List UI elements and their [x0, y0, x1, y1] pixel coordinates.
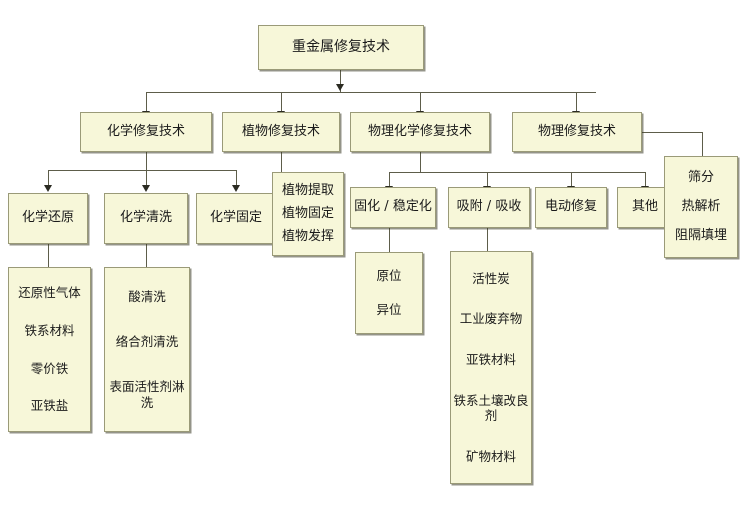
- chem-reduction-item-1: 铁系材料: [24, 322, 75, 338]
- node-adsorption-items[interactable]: 活性炭 工业废弃物 亚铁材料 铁系土壤改良剂 矿物材料: [450, 251, 532, 484]
- arrow-to-chem-fix: [232, 185, 240, 192]
- plant-item-1: 植物固定: [281, 205, 334, 221]
- node-electrokinetic-remediation[interactable]: 电动修复: [535, 187, 607, 228]
- physical-item-0: 筛分: [687, 169, 714, 185]
- node-electrokinetic-remediation-label: 电动修复: [544, 199, 597, 215]
- node-plant-remediation[interactable]: 植物修复技术: [222, 112, 340, 152]
- connector-physchem-bus: [389, 172, 645, 173]
- connector-drop-adsorption: [487, 172, 488, 187]
- connector-drop-electro: [571, 172, 572, 187]
- chem-wash-item-2: 表面活性剂淋洗: [109, 379, 185, 410]
- node-physical-remediation[interactable]: 物理修复技术: [512, 112, 642, 152]
- connector-drop-other: [645, 172, 646, 187]
- connector-chemical-bus: [48, 170, 236, 171]
- solidify-item-1: 异位: [376, 302, 402, 318]
- node-other-label: 其他: [631, 199, 658, 215]
- connector-physical-right: [642, 132, 702, 133]
- chem-reduction-item-0: 还原性气体: [18, 285, 81, 301]
- node-physchem-remediation-label: 物理化学修复技术: [367, 123, 472, 139]
- chem-reduction-item-3: 亚铁盐: [30, 398, 69, 414]
- node-other[interactable]: 其他: [617, 187, 673, 228]
- connector-level2-bus: [146, 92, 596, 93]
- connector-drop-physical: [576, 92, 577, 112]
- connector-drop-physchem: [420, 92, 421, 112]
- node-chemical-remediation-label: 化学修复技术: [106, 123, 185, 139]
- node-chemical-reduction-label: 化学还原: [21, 210, 74, 226]
- node-plant-remediation-label: 植物修复技术: [241, 123, 320, 139]
- arrow-to-chem-wash: [142, 185, 150, 192]
- node-root-label: 重金属修复技术: [292, 38, 390, 55]
- node-chemical-washing[interactable]: 化学清洗: [104, 193, 188, 244]
- node-solidification-stabilization[interactable]: 固化 / 稳定化: [350, 187, 436, 228]
- chem-wash-item-1: 络合剂清洗: [115, 333, 179, 349]
- physical-item-2: 阻隔填埋: [674, 228, 727, 244]
- connector-physical-down: [702, 132, 703, 156]
- arrow-root-down: [336, 84, 344, 91]
- connector-drop-solidify: [389, 172, 390, 187]
- connector-adsorption-leaf: [487, 228, 488, 251]
- connector-plant-down: [281, 152, 282, 172]
- adsorption-item-2: 亚铁材料: [465, 351, 516, 367]
- adsorption-item-4: 矿物材料: [465, 448, 516, 464]
- connector-solidify-leaf: [389, 228, 390, 252]
- arrow-to-chem-reduction: [44, 185, 52, 192]
- node-chem-reduction-items[interactable]: 还原性气体 铁系材料 零价铁 亚铁盐: [8, 267, 91, 432]
- node-chem-wash-items[interactable]: 酸清洗 络合剂清洗 表面活性剂淋洗: [104, 267, 190, 432]
- connector-chemical-down: [146, 152, 147, 170]
- connector-drop-plant: [281, 92, 282, 112]
- adsorption-item-0: 活性炭: [472, 270, 510, 286]
- plant-item-0: 植物提取: [281, 182, 334, 198]
- node-physchem-remediation[interactable]: 物理化学修复技术: [350, 112, 490, 152]
- node-physical-methods[interactable]: 筛分 热解析 阻隔填埋: [664, 156, 738, 258]
- node-adsorption-absorption[interactable]: 吸附 / 吸收: [448, 187, 530, 228]
- node-adsorption-absorption-label: 吸附 / 吸收: [456, 199, 522, 215]
- connector-physchem-down: [420, 152, 421, 172]
- node-physical-remediation-label: 物理修复技术: [537, 123, 616, 139]
- physical-item-1: 热解析: [681, 198, 721, 214]
- node-chemical-remediation[interactable]: 化学修复技术: [80, 112, 212, 152]
- connector-drop-chem-fix: [236, 170, 237, 186]
- node-plant-methods[interactable]: 植物提取 植物固定 植物发挥: [272, 172, 344, 256]
- connector-drop-chem-reduction: [48, 170, 49, 186]
- node-chemical-washing-label: 化学清洗: [119, 210, 172, 226]
- adsorption-item-3: 铁系土壤改良剂: [453, 392, 529, 424]
- adsorption-item-1: 工业废弃物: [459, 311, 523, 327]
- connector-chem-wash-leaf: [146, 244, 147, 267]
- chem-reduction-item-2: 零价铁: [30, 360, 69, 376]
- connector-chem-reduction-leaf: [48, 244, 49, 267]
- plant-item-2: 植物发挥: [281, 229, 334, 245]
- connector-drop-chem-wash: [146, 170, 147, 186]
- node-chemical-fixation[interactable]: 化学固定: [196, 193, 276, 244]
- node-chemical-fixation-label: 化学固定: [209, 210, 262, 226]
- node-solidification-stabilization-label: 固化 / 稳定化: [354, 199, 432, 215]
- connector-drop-chemical: [146, 92, 147, 112]
- node-root[interactable]: 重金属修复技术: [258, 25, 424, 70]
- node-chemical-reduction[interactable]: 化学还原: [8, 193, 88, 244]
- node-solidify-items[interactable]: 原位 异位: [355, 252, 423, 334]
- solidify-item-0: 原位: [376, 268, 402, 284]
- chem-wash-item-0: 酸清洗: [128, 288, 166, 304]
- connector-root-down: [340, 70, 341, 92]
